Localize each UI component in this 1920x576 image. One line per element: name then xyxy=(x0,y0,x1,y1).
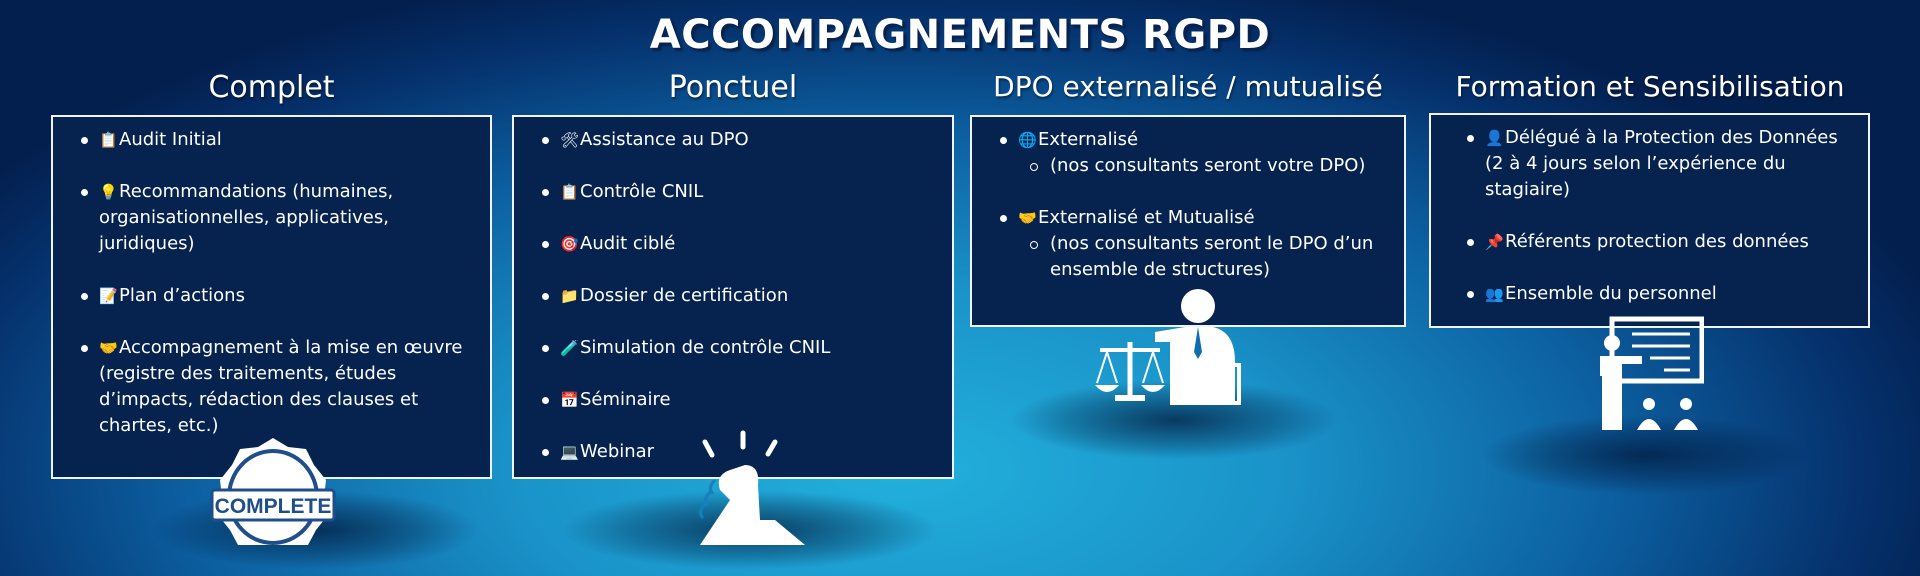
item-text: Contrôle CNIL xyxy=(580,181,704,202)
list-item: 🛠Assistance au DPO xyxy=(542,127,932,153)
handshake-icon xyxy=(698,430,805,545)
item-text: Délégué à la Protection des Données (2 à… xyxy=(1485,127,1838,200)
list-item: 📋Contrôle CNIL xyxy=(542,179,932,205)
column-heading-dpo: DPO externalisé / mutualisé xyxy=(993,70,1383,103)
seal-text: COMPLETE xyxy=(215,495,332,518)
list-item: 💡Recommandations (humaines, organisation… xyxy=(81,179,470,257)
pushpin-icon: 📌 xyxy=(1485,233,1504,251)
item-text: Séminaire xyxy=(580,389,671,410)
page-title: ACCOMPAGNEMENTS RGPD xyxy=(649,12,1271,58)
folder-icon: 📁 xyxy=(560,287,579,305)
card-complet: 📋Audit Initial 💡Recommandations (humaine… xyxy=(51,115,492,479)
item-text: Audit Initial xyxy=(119,129,222,150)
memo-icon: 📝 xyxy=(99,287,118,305)
item-text: Ensemble du personnel xyxy=(1505,283,1717,304)
item-text: Dossier de certification xyxy=(580,285,789,306)
item-text: Plan d’actions xyxy=(119,285,245,306)
globe-icon: 🌐 xyxy=(1018,131,1037,149)
dpo-judge-icon xyxy=(1095,289,1241,405)
item-text: Recommandations (humaines, organisationn… xyxy=(99,181,394,254)
item-text: Audit ciblé xyxy=(580,233,676,254)
list-item: 🧪Simulation de contrôle CNIL xyxy=(542,335,932,361)
list-item: 👤Délégué à la Protection des Données (2 … xyxy=(1467,125,1848,203)
lightbulb-icon: 💡 xyxy=(99,183,118,201)
item-text: Externalisé et Mutualisé xyxy=(1038,207,1255,228)
handshake-icon: 🤝 xyxy=(99,339,118,357)
laptop-icon: 💻 xyxy=(560,443,579,461)
item-text: Assistance au DPO xyxy=(580,129,749,150)
test-tube-icon: 🧪 xyxy=(560,339,579,357)
card-formation: 👤Délégué à la Protection des Données (2 … xyxy=(1429,113,1870,328)
calendar-icon: 📅 xyxy=(560,391,579,409)
item-text: Simulation de contrôle CNIL xyxy=(580,337,831,358)
handshake-icon: 🤝 xyxy=(1018,209,1037,227)
clipboard-icon: 📋 xyxy=(99,131,118,149)
list-item: 📋Audit Initial xyxy=(81,127,470,153)
list-item: 🌐Externalisé (nos consultants seront vot… xyxy=(1000,127,1384,179)
item-text: Webinar xyxy=(580,441,655,462)
card-dpo: 🌐Externalisé (nos consultants seront vot… xyxy=(970,115,1406,327)
tools-icon: 🛠 xyxy=(560,131,580,149)
list-item: 📝Plan d’actions xyxy=(81,283,470,309)
list-item: 📅Séminaire xyxy=(542,387,932,413)
sub-item: (nos consultants seront le DPO d’un ense… xyxy=(1018,231,1384,283)
list-item: 📁Dossier de certification xyxy=(542,283,932,309)
list-item: 🎯Audit ciblé xyxy=(542,231,932,257)
item-text: Accompagnement à la mise en œuvre (regis… xyxy=(99,337,463,436)
list-item: 📌Référents protection des données xyxy=(1467,229,1848,255)
training-presenter-icon xyxy=(1600,316,1704,430)
complete-seal-icon: COMPLETE xyxy=(210,438,336,545)
sub-item: (nos consultants seront votre DPO) xyxy=(1018,153,1384,179)
column-heading-complet: Complet xyxy=(208,70,335,105)
item-text: Référents protection des données xyxy=(1505,231,1809,252)
target-icon: 🎯 xyxy=(560,235,579,253)
list-item: 💻Webinar xyxy=(542,439,932,465)
column-heading-formation: Formation et Sensibilisation xyxy=(1455,70,1845,103)
clipboard-icon: 📋 xyxy=(560,183,579,201)
item-text: Externalisé xyxy=(1038,129,1139,150)
list-item: 🤝Accompagnement à la mise en œuvre (regi… xyxy=(81,335,470,439)
list-item: 🤝Externalisé et Mutualisé (nos consultan… xyxy=(1000,205,1384,283)
person-icon: 👤 xyxy=(1485,129,1504,147)
list-item: 👥Ensemble du personnel xyxy=(1467,281,1848,307)
people-icon: 👥 xyxy=(1485,285,1504,303)
card-ponctuel: 🛠Assistance au DPO 📋Contrôle CNIL 🎯Audit… xyxy=(512,115,954,479)
column-heading-ponctuel: Ponctuel xyxy=(668,70,798,105)
